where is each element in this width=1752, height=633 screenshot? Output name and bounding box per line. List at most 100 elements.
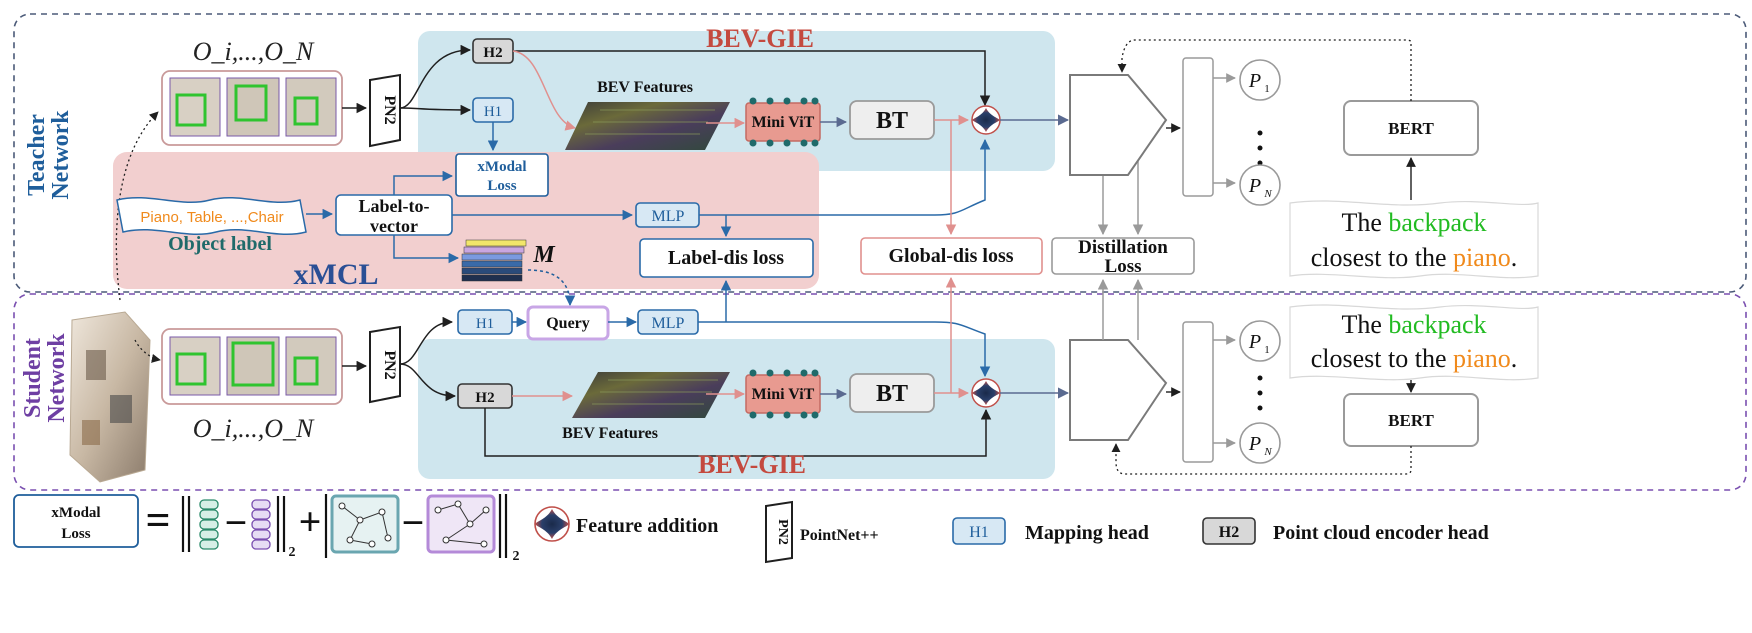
svg-text:N: N <box>1263 188 1272 200</box>
svg-text:Network: Network <box>44 333 70 423</box>
student-bert-block: BERT <box>1343 393 1479 447</box>
teacher-objects-label: O_i,...,O_N <box>193 37 315 66</box>
object-label-banner: Piano, Table, ...,Chair <box>116 196 307 236</box>
svg-text:BERT: BERT <box>1388 411 1434 430</box>
svg-text:Student: Student <box>20 338 46 418</box>
svg-text:PN2: PN2 <box>775 519 790 545</box>
legend-xmodal-loss-box: xModal Loss <box>13 494 139 548</box>
legend-norm-sub-1: 2 <box>289 545 296 560</box>
teacher-bt-block: BT <box>849 100 935 140</box>
svg-text:The backpack: The backpack <box>1341 208 1486 237</box>
svg-text:1: 1 <box>1264 344 1270 356</box>
legend-h1-box: H1 <box>952 517 1006 545</box>
svg-text:closest to the piano.: closest to the piano. <box>1311 344 1518 373</box>
svg-text:xModal: xModal <box>51 505 100 521</box>
svg-text:PN2: PN2 <box>381 95 398 124</box>
legend-minus-2: − <box>402 500 425 545</box>
student-h2-box: H2 <box>457 383 513 409</box>
teacher-query-text-box: The backpack closest to the piano. <box>1289 200 1539 279</box>
student-pointnet-block: PN2 <box>369 325 401 404</box>
teacher-h2-box: H2 <box>472 38 514 64</box>
legend-vector-norm-term <box>181 496 286 552</box>
teacher-h1-box: H1 <box>472 97 514 123</box>
student-network-region <box>13 293 1747 491</box>
m-symbol: M <box>532 242 556 268</box>
teacher-feature-addition-icon <box>971 105 1001 135</box>
student-object-crops <box>161 328 343 405</box>
teacher-pn-circle: P N <box>1239 164 1281 206</box>
svg-text:1: 1 <box>1264 83 1270 95</box>
svg-text:Loss: Loss <box>487 178 516 194</box>
teacher-object-crops <box>161 70 343 146</box>
student-query-box: Query <box>526 305 610 341</box>
teacher-decoder-block <box>1069 74 1168 176</box>
svg-text:P: P <box>1248 331 1261 353</box>
svg-text:Mini ViT: Mini ViT <box>752 386 815 403</box>
student-h1-box: H1 <box>457 309 513 335</box>
teacher-mini-vit-block: Mini ViT <box>745 97 821 147</box>
legend-graph-norm-term <box>324 494 508 558</box>
teacher-network-region <box>13 13 1747 293</box>
svg-text:Loss: Loss <box>61 526 90 542</box>
teacher-ellipsis-dots <box>1257 130 1263 166</box>
svg-text:BT: BT <box>876 108 908 134</box>
svg-text:H2: H2 <box>483 45 502 61</box>
svg-text:BERT: BERT <box>1388 119 1434 138</box>
m-embedding-stack <box>461 239 527 282</box>
teacher-network-title: Teacher Network <box>24 110 74 200</box>
student-network-title: Student Network <box>20 333 70 423</box>
svg-text:BT: BT <box>876 381 908 407</box>
svg-text:xModal: xModal <box>477 159 526 175</box>
student-decoder-block <box>1069 339 1168 441</box>
svg-text:Query: Query <box>546 315 590 332</box>
legend-minus-1: − <box>225 500 248 545</box>
student-p1-circle: P 1 <box>1239 320 1281 362</box>
svg-text:Distillation: Distillation <box>1078 237 1168 258</box>
legend-feature-addition-label: Feature addition <box>576 515 718 537</box>
teacher-bev-gie-title: BEV-GIE <box>706 24 814 53</box>
teacher-bert-block: BERT <box>1343 100 1479 156</box>
legend-norm-sub-2: 2 <box>513 549 520 564</box>
svg-text:MLP: MLP <box>652 315 685 332</box>
global-dis-loss-box: Global-dis loss <box>860 237 1043 275</box>
legend-plus: + <box>299 499 322 544</box>
svg-text:Label-to-: Label-to- <box>359 196 430 216</box>
svg-text:P: P <box>1248 433 1261 455</box>
legend-encoder-head-label: Point cloud encoder head <box>1273 522 1489 544</box>
student-bev-features-label: BEV Features <box>562 425 658 442</box>
object-label-caption: Object label <box>168 233 272 255</box>
distillation-loss-box: Distillation Loss <box>1051 237 1195 277</box>
svg-text:Piano, Table, ...,Chair: Piano, Table, ...,Chair <box>140 209 283 226</box>
student-bt-block: BT <box>849 373 935 413</box>
svg-text:H2: H2 <box>1219 524 1239 541</box>
svg-text:vector: vector <box>370 216 418 236</box>
svg-text:Loss: Loss <box>1105 256 1142 277</box>
svg-text:H1: H1 <box>476 316 494 332</box>
student-feature-addition-icon <box>971 378 1001 408</box>
xmcl-title: xMCL <box>294 258 379 291</box>
student-proposal-bar <box>1182 321 1214 463</box>
svg-text:Mini ViT: Mini ViT <box>752 114 815 131</box>
label-to-vector-block: Label-to- vector <box>335 194 453 236</box>
student-bev-gie-title: BEV-GIE <box>698 450 806 479</box>
svg-text:H1: H1 <box>484 104 502 120</box>
svg-text:H1: H1 <box>969 524 989 541</box>
svg-text:Global-dis loss: Global-dis loss <box>888 245 1013 267</box>
student-mini-vit-block: Mini ViT <box>745 369 821 419</box>
svg-text:P: P <box>1248 175 1261 197</box>
teacher-bev-features-label: BEV Features <box>597 79 693 96</box>
legend-equals: = <box>145 496 170 545</box>
student-objects-label: O_i,...,O_N <box>193 414 315 443</box>
student-mlp-box: MLP <box>637 309 699 335</box>
label-dis-loss-box: Label-dis loss <box>639 238 814 278</box>
teacher-xmodal-loss-box: xModal Loss <box>455 153 549 197</box>
svg-text:Network: Network <box>48 110 74 200</box>
scene-point-cloud-image <box>69 311 151 483</box>
svg-text:closest to the piano.: closest to the piano. <box>1311 243 1518 272</box>
svg-text:P: P <box>1248 70 1261 92</box>
svg-text:Teacher: Teacher <box>24 114 50 196</box>
student-pn-circle: P N <box>1239 422 1281 464</box>
svg-text:Label-dis loss: Label-dis loss <box>668 247 784 269</box>
student-query-text-box: The backpack closest to the piano. <box>1289 304 1539 381</box>
